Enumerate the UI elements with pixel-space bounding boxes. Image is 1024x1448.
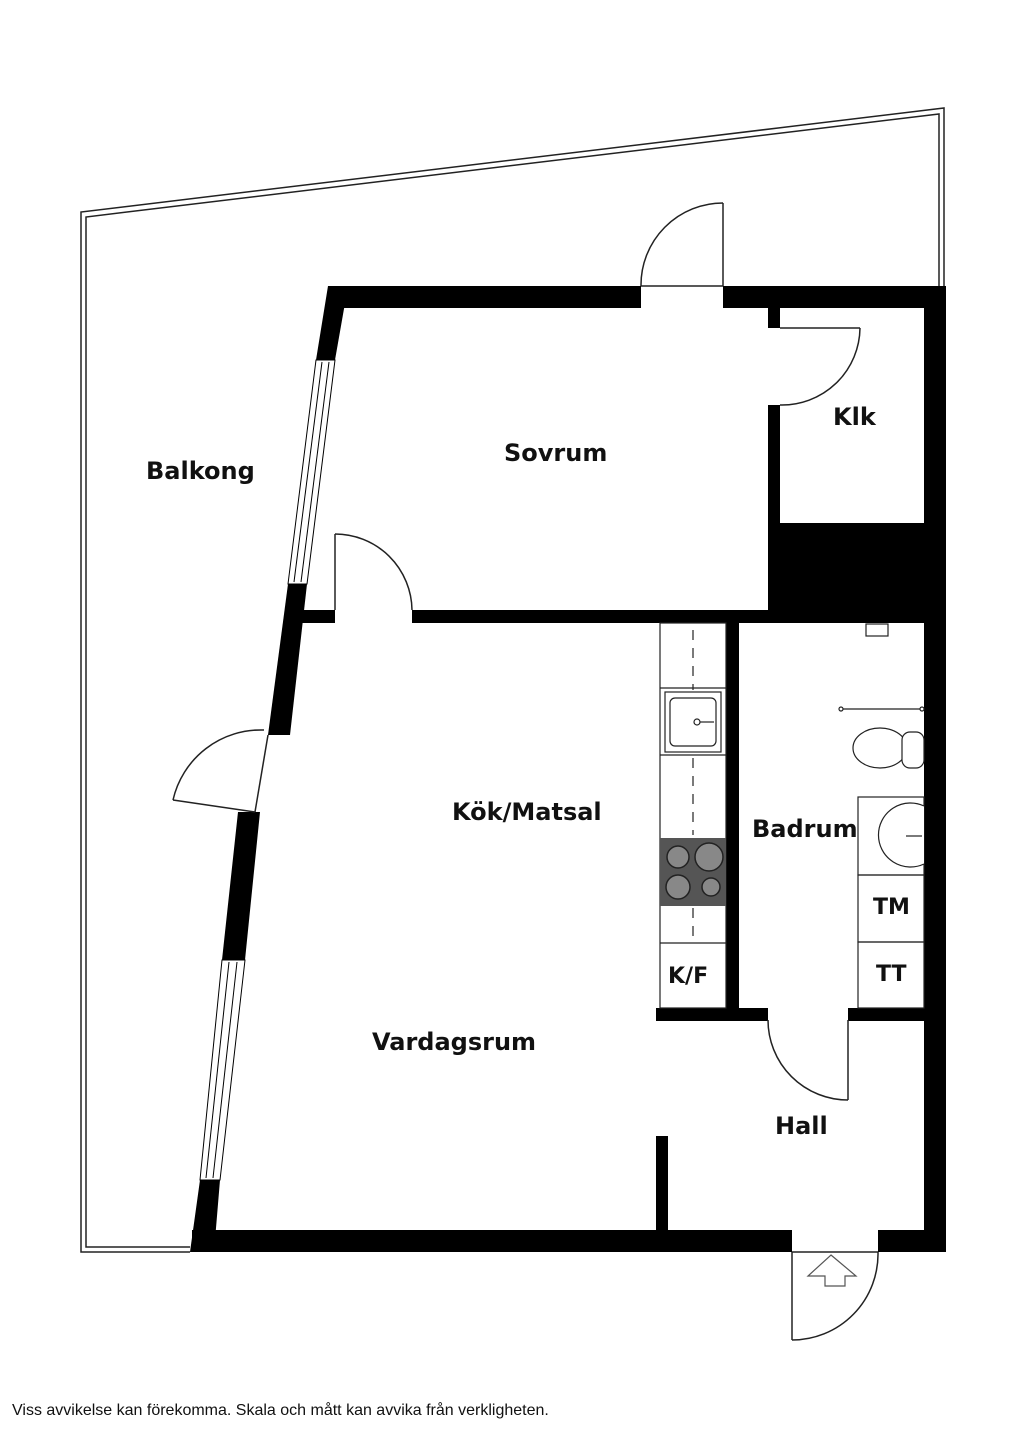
room-label-badrum: Badrum (752, 815, 858, 843)
window-upper (287, 359, 336, 585)
toilet-icon (852, 727, 925, 769)
fixture-label-tm: TM (873, 895, 910, 920)
washbasin-icon (857, 796, 925, 876)
room-label-sovrum: Sovrum (504, 439, 607, 467)
kitchen-counter (659, 622, 727, 1009)
room-label-klk: Klk (833, 403, 877, 431)
laundry-box (857, 874, 925, 1009)
room-label-kok-matsal: Kök/Matsal (452, 798, 602, 826)
bathroom-fixtures (838, 623, 925, 712)
room-label-vardagsrum: Vardagsrum (372, 1028, 536, 1056)
fixture-label-kf: K/F (668, 964, 708, 989)
stove-icon (660, 838, 726, 906)
doors (172, 202, 879, 1341)
room-label-balkong: Balkong (146, 457, 255, 485)
window-lower (199, 959, 246, 1181)
room-label-hall: Hall (775, 1112, 828, 1140)
fixture-label-tt: TT (876, 962, 907, 987)
walls (190, 286, 946, 1252)
disclaimer-text: Viss avvikelse kan förekomma. Skala och … (12, 1402, 549, 1419)
entry-arrow-icon (806, 1254, 858, 1287)
balcony-railing (80, 107, 945, 1253)
sink-icon (664, 691, 722, 753)
